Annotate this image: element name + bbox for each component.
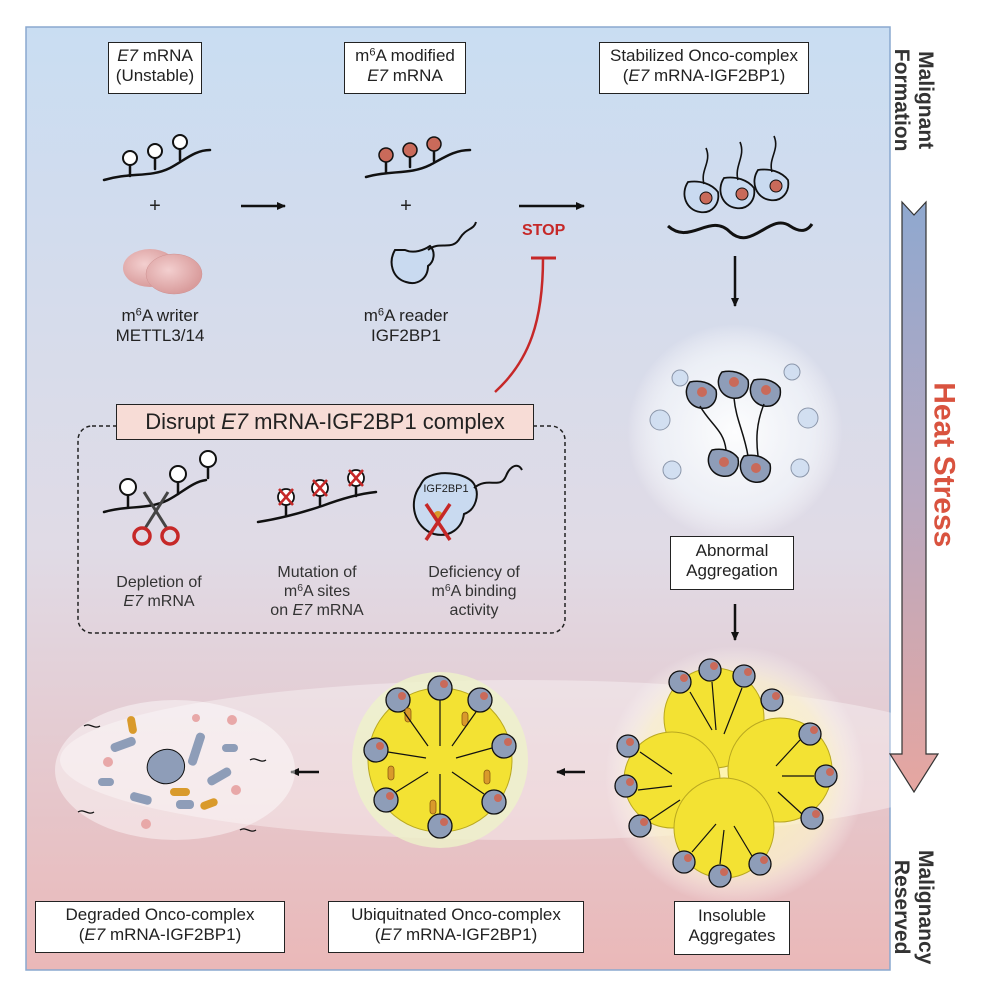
onco-complex-icon (666, 135, 814, 240)
mutated-site-icons (277, 469, 365, 506)
degraded-fragments-icon (55, 700, 295, 840)
heat-stress-label: Heat Stress (927, 382, 961, 548)
inhibition-line-icon (494, 257, 545, 393)
deficiency-label: Deficiency of m6A binding activity (428, 564, 520, 620)
insoluble-aggregates-box: Insoluble Aggregates (674, 901, 790, 955)
unmodified-mrna-icon (102, 147, 212, 182)
m6a-modified-box: m6A modified E7 mRNA (344, 42, 466, 94)
mutation-mrna-icon (256, 484, 378, 524)
writer-label: m6A writer METTL3/14 (115, 306, 205, 346)
malignancy-reserved-label: Malignancy Reserved (890, 849, 938, 965)
heat-stress-arrow-icon (888, 200, 940, 794)
depletion-site-icons (119, 450, 217, 496)
degraded-onco-complex-box: Degraded Onco-complex (E7 mRNA-IGF2BP1) (35, 901, 285, 953)
ubiquitinated-complex-icon (352, 672, 528, 848)
abnormal-aggregation-icon (627, 324, 843, 540)
mutation-label: Mutation of m6A sites on E7 mRNA (270, 564, 364, 620)
m6a-writer-icon (123, 249, 203, 295)
reader-label: m6A reader IGF2BP1 (363, 306, 449, 346)
abnormal-aggregation-box: Abnormal Aggregation (670, 536, 794, 590)
ubiquitinated-onco-complex-box: Ubiquitnated Onco-complex (E7 mRNA-IGF2B… (328, 901, 584, 953)
plus-sign-right: + (400, 195, 412, 217)
scissors-icon (132, 491, 180, 546)
plus-sign-left: + (149, 195, 161, 217)
depletion-mrna-icon (102, 464, 210, 514)
disrupt-title: Disrupt E7 mRNA-IGF2BP1 complex (116, 404, 534, 440)
igf2bp1-deficient-icon (412, 464, 523, 541)
stop-label: STOP (522, 222, 566, 239)
e7-mrna-box: E7 mRNA (Unstable) (108, 42, 202, 94)
depletion-label: Depletion of E7 mRNA (116, 574, 202, 611)
modified-mrna-icon (364, 148, 472, 179)
m6a-reader-icon (390, 221, 477, 284)
disrupt-panel (77, 425, 566, 634)
insoluble-aggregates-icon (605, 646, 865, 906)
unmodified-site-icons (122, 134, 188, 166)
stabilized-onco-complex-box: Stabilized Onco-complex (E7 mRNA-IGF2BP1… (599, 42, 809, 94)
malignant-formation-label: Malignant Formation (890, 48, 938, 152)
m6a-site-icons (378, 136, 442, 163)
igf2bp1-icon-label: IGF2BP1 (423, 483, 469, 495)
